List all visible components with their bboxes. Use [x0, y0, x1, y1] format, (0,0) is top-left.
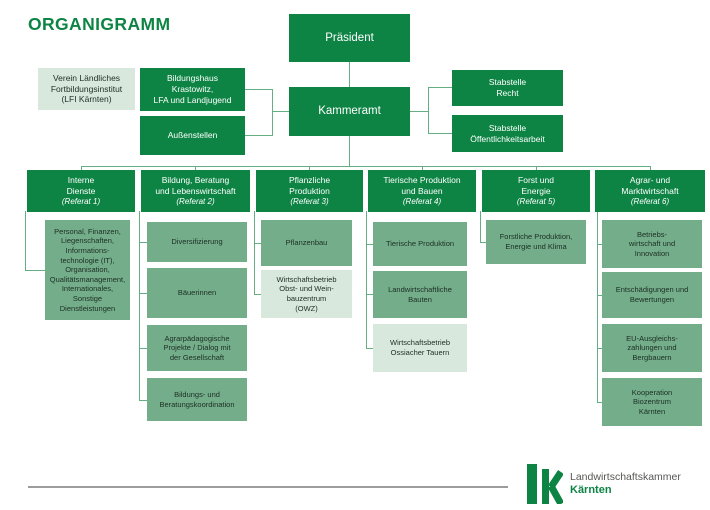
dept-child-box: Bäuerinnen	[147, 268, 247, 318]
connector-line	[349, 62, 350, 87]
dept-child-box: Diversifizierung	[147, 222, 247, 262]
dept-name: Tierische Produktion und Bauen	[383, 175, 461, 196]
dept-child-box: Wirtschaftsbetrieb Obst- und Wein- bauze…	[261, 270, 352, 318]
dept-child-box: Bildungs- und Beratungskoordination	[147, 378, 247, 421]
connector-line	[650, 166, 651, 171]
node-bildungshaus-krastowitz: Bildungshaus Krastowitz, LFA und Landjug…	[140, 68, 245, 111]
dept-header-pflanzliche-produktion: Pflanzliche Produktion (Referat 3)	[256, 170, 363, 212]
connector-line	[254, 211, 255, 295]
connector-line	[597, 295, 602, 296]
dept-header-bildung-beratung: Bildung, Beratung und Lebenswirtschaft (…	[141, 170, 250, 212]
logo-org-name: Landwirtschaftskammer	[570, 470, 681, 483]
connector-line	[366, 294, 373, 295]
connector-line	[366, 211, 367, 348]
dept-child-box: Landwirtschaftliche Bauten	[373, 271, 467, 318]
footer-divider	[28, 486, 508, 488]
dept-referat: (Referat 4)	[402, 196, 442, 206]
dept-child-box: Tierische Produktion	[373, 222, 467, 266]
connector-line	[536, 166, 537, 171]
connector-line	[81, 166, 650, 167]
connector-line	[366, 348, 373, 349]
connector-line	[139, 400, 147, 401]
dept-child-box: Forstliche Produktion, Energie und Klima	[486, 220, 586, 264]
dept-child-box: EU-Ausgleichs- zahlungen und Bergbauern	[602, 324, 702, 372]
connector-line	[597, 402, 602, 403]
connector-line	[428, 87, 452, 88]
dept-name: Agrar- und Marktwirtschaft	[621, 175, 679, 196]
connector-line	[81, 166, 82, 171]
dept-name: Pflanzliche Produktion	[288, 175, 331, 196]
node-lfi-kaernten: Verein Ländliches Fortbildungsinstitut (…	[38, 68, 135, 110]
connector-line	[480, 242, 486, 243]
dept-child-box: Pflanzenbau	[261, 220, 352, 266]
dept-referat: (Referat 1)	[61, 196, 101, 206]
connector-line	[410, 111, 428, 112]
connector-line	[139, 211, 140, 401]
connector-line	[597, 348, 602, 349]
connector-line	[272, 111, 289, 112]
node-stabstelle-recht: Stabstelle Recht	[452, 70, 563, 106]
dept-header-tierische-produktion: Tierische Produktion und Bauen (Referat …	[368, 170, 476, 212]
dept-child-box: Entschädigungen und Bewertungen	[602, 272, 702, 318]
connector-line	[366, 244, 373, 245]
connector-line	[422, 166, 423, 171]
dept-header-forst-energie: Forst und Energie (Referat 5)	[482, 170, 590, 212]
connector-line	[597, 244, 602, 245]
lk-logo: Landwirtschaftskammer Kärnten	[527, 464, 681, 504]
dept-name: Interne Dienste	[66, 175, 96, 196]
connector-line	[349, 136, 350, 166]
connector-line	[597, 211, 598, 403]
connector-line	[25, 270, 45, 271]
logo-region: Kärnten	[570, 483, 612, 496]
connector-line	[254, 243, 261, 244]
dept-child-box: Personal, Finanzen, Liegenschaften, Info…	[45, 220, 130, 320]
connector-line	[245, 135, 272, 136]
connector-line	[272, 89, 273, 136]
connector-line	[139, 242, 147, 243]
lk-logo-icon	[527, 464, 563, 504]
connector-line	[139, 348, 147, 349]
connector-line	[428, 133, 452, 134]
dept-header-agrar-marktwirtschaft: Agrar- und Marktwirtschaft (Referat 6)	[595, 170, 705, 212]
connector-line	[139, 293, 147, 294]
dept-name: Bildung, Beratung und Lebenswirtschaft	[155, 175, 236, 196]
dept-child-box: Wirtschaftsbetrieb Ossiacher Tauern	[373, 324, 467, 372]
dept-header-interne-dienste: Interne Dienste (Referat 1)	[27, 170, 135, 212]
connector-line	[195, 166, 196, 171]
dept-child-box: Kooperation Biozentrum Kärnten	[602, 378, 702, 426]
dept-referat: (Referat 6)	[630, 196, 670, 206]
node-aussenstellen: Außenstellen	[140, 116, 245, 155]
connector-line	[428, 87, 429, 134]
connector-line	[245, 89, 272, 90]
connector-line	[254, 294, 261, 295]
node-kammeramt: Kammeramt	[289, 87, 410, 136]
dept-referat: (Referat 3)	[290, 196, 329, 206]
logo-text: Landwirtschaftskammer Kärnten	[570, 471, 681, 498]
connector-line	[309, 166, 310, 171]
connector-line	[480, 211, 481, 243]
dept-child-box: Betriebs- wirtschaft und Innovation	[602, 220, 702, 268]
page-title: ORGANIGRAMM	[28, 14, 171, 34]
dept-referat: (Referat 2)	[176, 196, 215, 206]
dept-child-box: Agrarpädagogische Projekte / Dialog mit …	[147, 325, 247, 371]
node-stabstelle-oeffentlichkeitsarbeit: Stabstelle Öffentlichkeitsarbeit	[452, 115, 563, 152]
connector-line	[25, 211, 26, 271]
dept-name: Forst und Energie	[518, 175, 554, 196]
dept-referat: (Referat 5)	[516, 196, 556, 206]
node-praesident: Präsident	[289, 14, 410, 62]
